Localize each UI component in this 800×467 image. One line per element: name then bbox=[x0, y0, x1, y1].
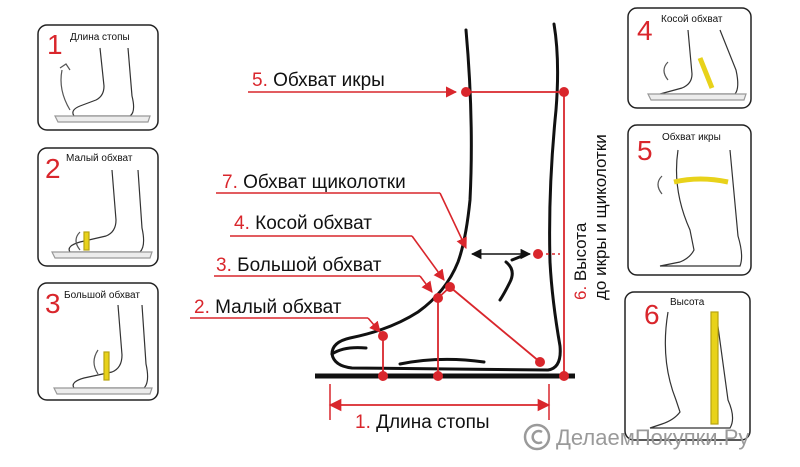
measurement-lines bbox=[382, 91, 565, 376]
panel-3: 3 Большой обхват bbox=[37, 282, 159, 401]
svg-text:6. Высота: 6. Высота bbox=[571, 222, 590, 300]
leg-sketch-icon bbox=[657, 149, 743, 267]
panel-title: Высота bbox=[670, 297, 705, 308]
panel-title: Обхват икры bbox=[662, 131, 721, 143]
label-height-vertical: 6. Высота до икры и щиколотки bbox=[571, 134, 610, 300]
panel-number: 6 bbox=[644, 299, 660, 330]
foot-sketch-icon bbox=[51, 169, 153, 259]
measurement-points bbox=[378, 87, 569, 381]
panel-number: 2 bbox=[45, 153, 61, 184]
foot-sketch-icon bbox=[647, 29, 747, 101]
copyright-icon bbox=[523, 423, 551, 451]
label-small-girth: 2. Малый обхват bbox=[194, 297, 342, 318]
panel-4: 4 Косой обхват bbox=[627, 7, 752, 109]
label-leaders bbox=[190, 86, 467, 333]
panel-number: 5 bbox=[637, 135, 653, 166]
label-foot-length: 1. Длина стопы bbox=[355, 412, 490, 433]
panel-6: 6 Высота bbox=[624, 291, 751, 441]
label-calf-girth: 5. Обхват икры bbox=[252, 70, 385, 91]
label-oblique-girth: 4. Косой обхват bbox=[234, 213, 372, 234]
panel-title: Большой обхват bbox=[64, 289, 140, 301]
panel-title: Малый обхват bbox=[66, 152, 133, 164]
foot-outline bbox=[330, 22, 562, 372]
watermark: ДелаемПокупки.Ру bbox=[523, 423, 749, 451]
panel-number: 1 bbox=[47, 29, 63, 60]
label-big-girth: 3. Большой обхват bbox=[216, 255, 382, 276]
panel-title: Косой обхват bbox=[661, 13, 723, 25]
leg-sketch-icon bbox=[649, 311, 734, 429]
foot-sketch-icon bbox=[54, 47, 151, 123]
panel-number: 3 bbox=[45, 288, 61, 319]
panel-title: Длина стопы bbox=[70, 32, 130, 43]
panel-number: 4 bbox=[637, 15, 653, 46]
panel-5: 5 Обхват икры bbox=[627, 124, 752, 276]
panel-2: 2 Малый обхват bbox=[37, 147, 159, 267]
watermark-text: ДелаемПокупки.Ру bbox=[556, 425, 749, 450]
panel-1: 1 Длина стопы bbox=[37, 24, 159, 131]
foot-sketch-icon bbox=[53, 304, 153, 395]
label-ankle-girth: 7. Обхват щиколотки bbox=[222, 172, 406, 193]
svg-text:до икры и щиколотки: до икры и щиколотки bbox=[591, 134, 610, 300]
